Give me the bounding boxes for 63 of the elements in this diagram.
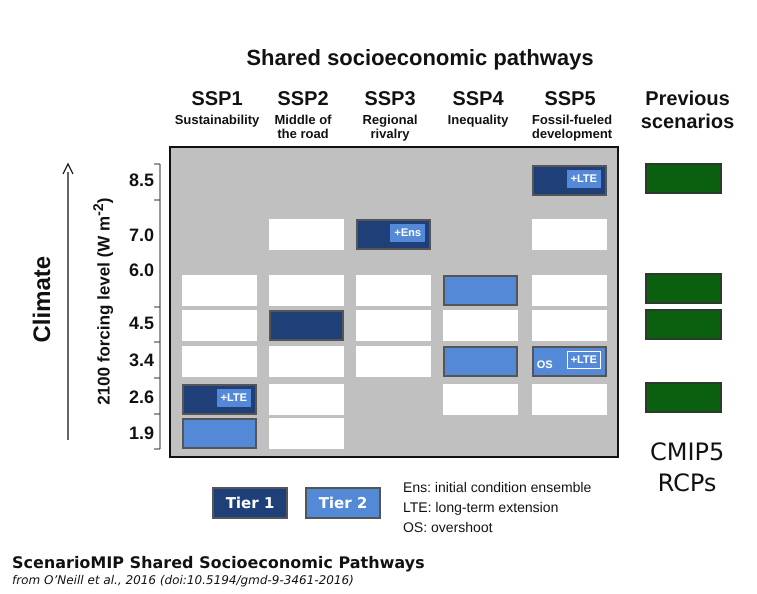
column-subheading: Regional rivalry [362,113,418,142]
rcp-scenario-box [645,309,722,340]
column-subheading: Sustainability [174,113,260,128]
rcp-scenario-box [645,273,722,304]
tick-label: 3.4 [128,351,154,371]
empty-scenario-box [182,310,257,341]
scenario-box [182,384,257,415]
column-heading: SSP4 [451,88,505,110]
column-heading: SSP3 [363,88,417,110]
scenario-tag: +LTE [566,170,601,188]
legend-note: Ens: initial condition ensemble [403,480,592,496]
group-label: CMIP5 RCPs [650,437,724,500]
scenario-box [182,418,257,449]
empty-scenario-box [182,346,257,377]
empty-scenario-box [443,310,518,341]
empty-scenario-box [532,275,607,306]
column-subheading: Middle of the road [273,113,333,142]
empty-scenario-box [532,219,607,250]
scenario-tag: +LTE [566,351,601,370]
empty-scenario-box [269,219,344,250]
scenario-box [532,346,607,377]
column-subheading: Fossil-fueled development [530,113,614,142]
column-heading: SSP5 [543,88,597,110]
column-heading: SSP2 [276,88,330,110]
tick-label: 8.5 [128,171,154,191]
scenario-box [443,346,518,377]
empty-scenario-box [269,384,344,415]
legend-note: OS: overshoot [403,520,494,536]
empty-scenario-box [532,310,607,341]
scenario-tag: OS [532,356,557,374]
empty-scenario-box [532,384,607,415]
empty-scenario-box [443,384,518,415]
scenario-panel [169,146,619,458]
empty-scenario-box [356,310,431,341]
rcp-scenario-box [645,163,722,194]
empty-scenario-box [356,346,431,377]
tick-label: 6.0 [128,261,154,281]
tick-label: 1.9 [128,424,154,444]
tick-label: 4.5 [128,314,154,334]
scenario-box [443,275,518,306]
tick-label: 7.0 [128,226,154,246]
empty-scenario-box [269,346,344,377]
legend-note: LTE: long-term extension [403,500,560,516]
column-heading: Previous scenarios [640,88,736,134]
diagram-title: Shared socioeconomic pathways [245,46,595,70]
empty-scenario-box [269,418,344,449]
scenario-box [532,165,607,196]
scenario-tag: +Ens [390,224,425,242]
legend-key: Tier 2 [305,487,381,519]
tick-label: 2.6 [128,388,154,408]
column-heading: SSP1 [190,88,244,110]
column-subheading: Inequality [446,113,510,128]
rcp-scenario-box [645,382,722,413]
caption: ScenarioMIP Shared Socioeconomic Pathways [12,554,426,572]
empty-scenario-box [182,275,257,306]
legend-key: Tier 1 [212,487,288,519]
scenario-box [356,219,431,250]
scenario-tag: +LTE [216,389,251,408]
axis-title: Climate [30,254,56,345]
empty-scenario-box [269,275,344,306]
source-note: from O’Neill et al., 2016 (doi:10.5194/gmd-9-3461-2016) [12,574,355,588]
scenario-box [269,310,344,341]
empty-scenario-box [356,275,431,306]
